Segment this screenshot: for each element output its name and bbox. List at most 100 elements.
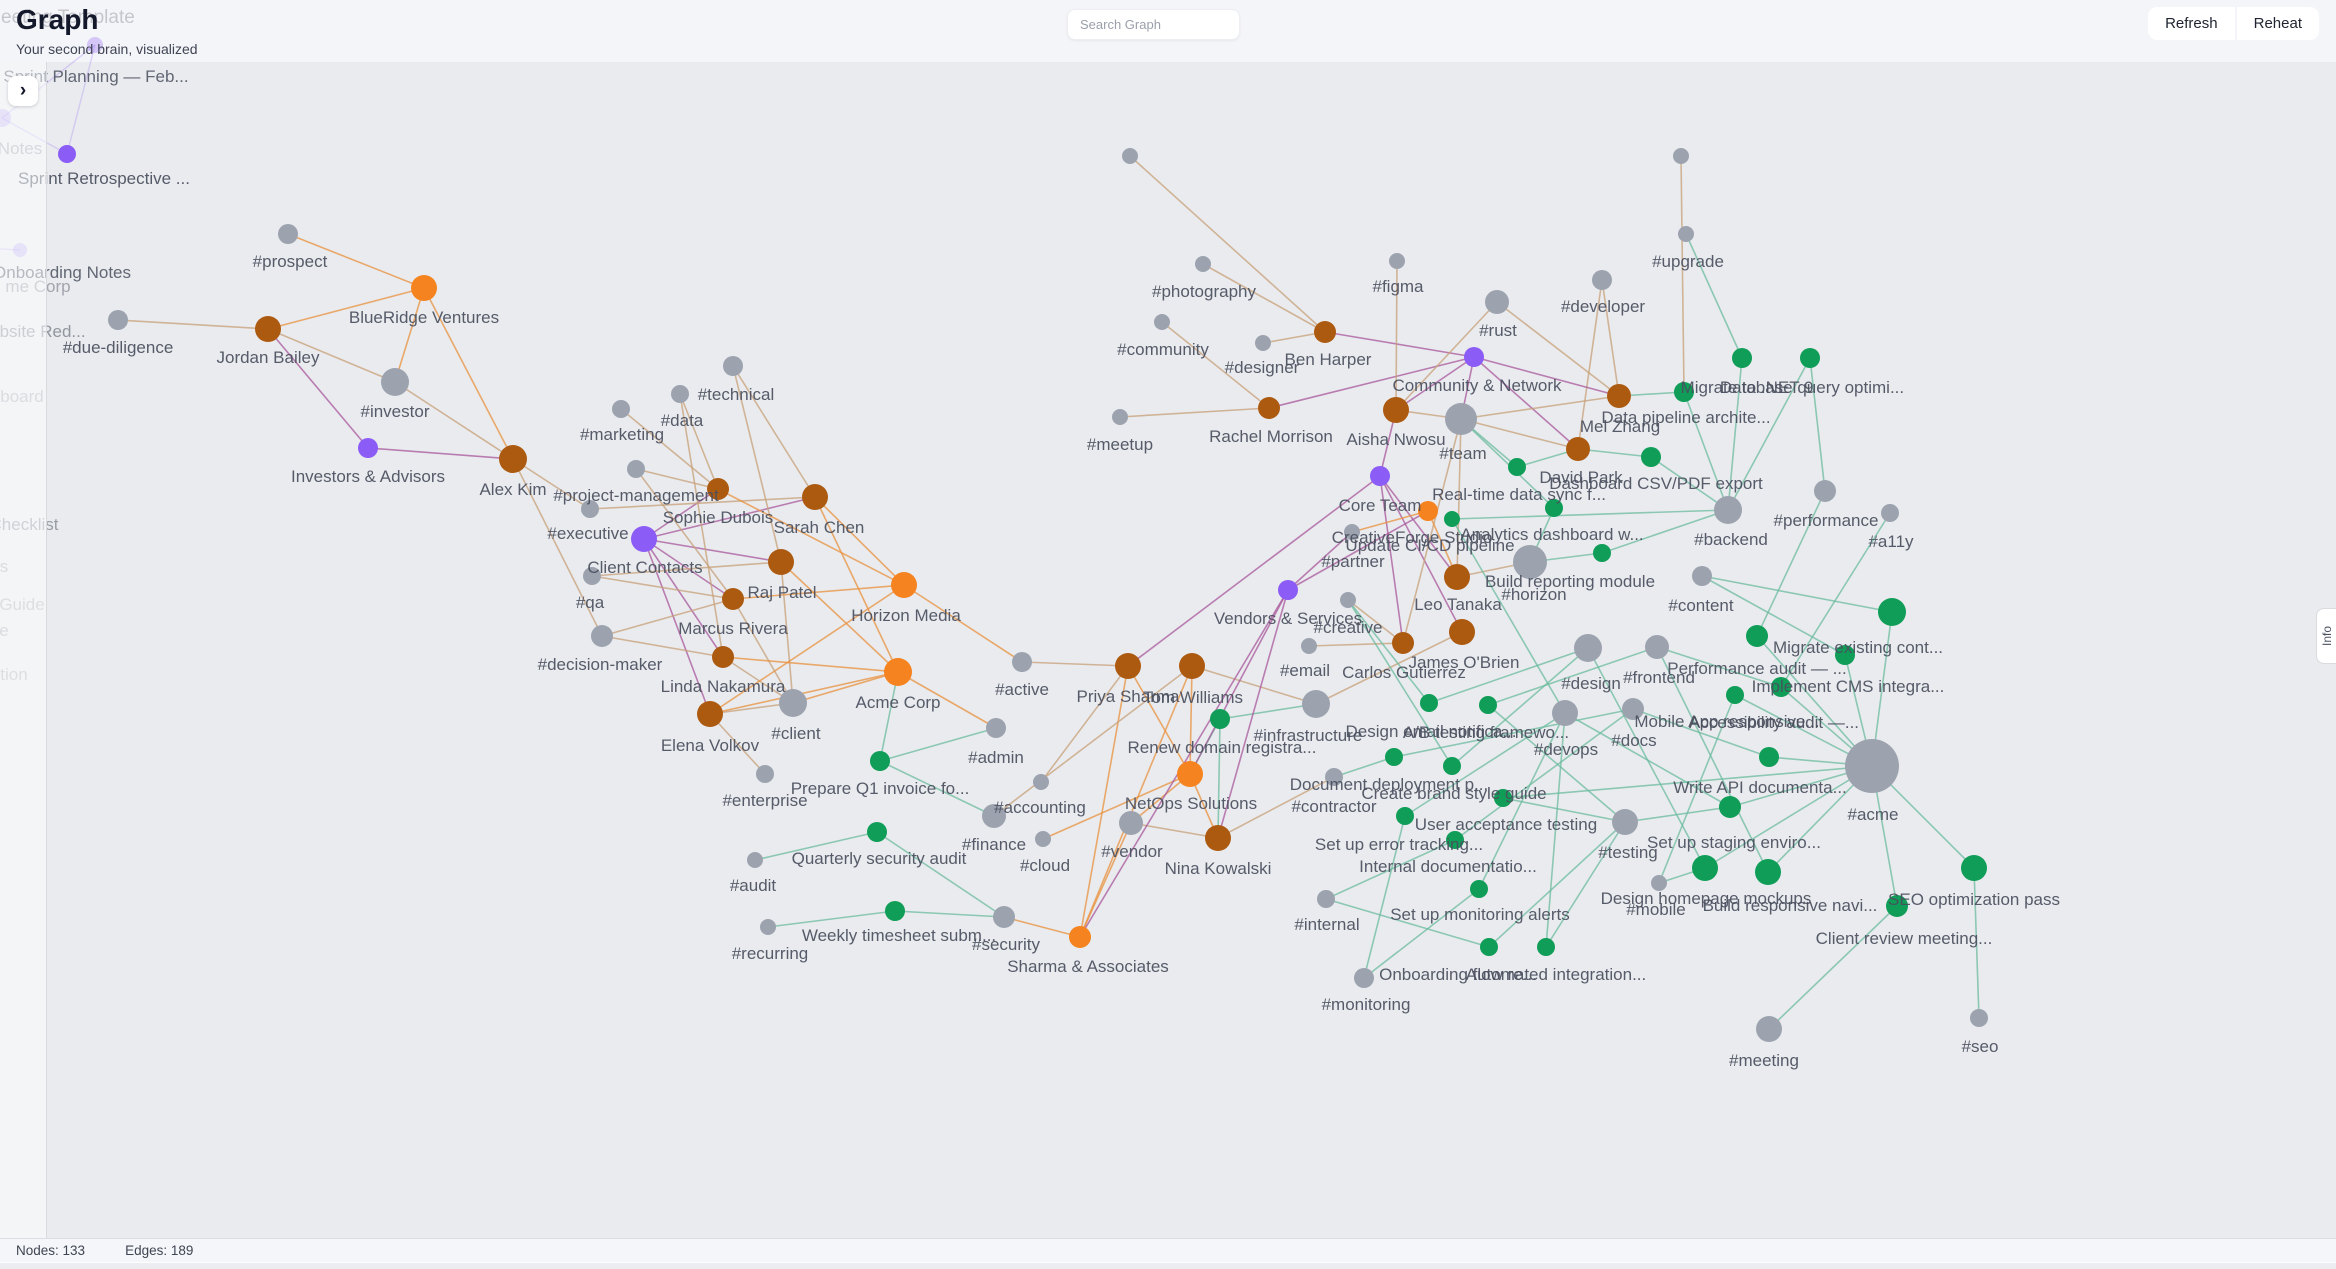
graph-node-james[interactable] bbox=[1449, 619, 1475, 645]
graph-node-testingtag[interactable] bbox=[1612, 809, 1638, 835]
graph-node-rachel[interactable] bbox=[1258, 397, 1280, 419]
graph-node-jordan[interactable] bbox=[255, 316, 281, 342]
graph-node-designhome[interactable] bbox=[1692, 855, 1718, 881]
graph-node-migratecont[interactable] bbox=[1878, 598, 1906, 626]
graph-node-nina[interactable] bbox=[1205, 825, 1231, 851]
graph-node-sprintretro[interactable] bbox=[58, 145, 76, 163]
graph-node-cloudtag[interactable] bbox=[1035, 831, 1051, 847]
graph-node-partner[interactable] bbox=[1344, 524, 1360, 540]
graph-node-activetag[interactable] bbox=[1012, 652, 1032, 672]
graph-node-technical[interactable] bbox=[723, 356, 743, 376]
graph-node-buildreport[interactable] bbox=[1593, 544, 1611, 562]
graph-node-internaldoc[interactable] bbox=[1446, 831, 1464, 849]
graph-node-projmgmt[interactable] bbox=[627, 460, 645, 478]
graph-node-backend[interactable] bbox=[1714, 496, 1742, 524]
graph-node-onboardflow[interactable] bbox=[1480, 938, 1498, 956]
graph-node-enterprise[interactable] bbox=[756, 765, 774, 783]
graph-node-benharper[interactable] bbox=[1314, 321, 1336, 343]
graph-node-alexkim[interactable] bbox=[499, 445, 527, 473]
graph-node-internaltag[interactable] bbox=[1317, 890, 1335, 908]
graph-node-meetingtag[interactable] bbox=[1756, 1016, 1782, 1042]
graph-node-data[interactable] bbox=[671, 385, 689, 403]
graph-node-infrastructure[interactable] bbox=[1302, 690, 1330, 718]
graph-node-dotnet[interactable] bbox=[1732, 348, 1752, 368]
graph-node-tom[interactable] bbox=[1179, 653, 1205, 679]
graph-node-seotask[interactable] bbox=[1961, 855, 1987, 881]
graph-node-dbquery[interactable] bbox=[1800, 348, 1820, 368]
graph-node-staging[interactable] bbox=[1719, 796, 1741, 818]
graph-node-sarah[interactable] bbox=[802, 484, 828, 510]
graph-node-coreteam[interactable] bbox=[1370, 466, 1390, 486]
graph-node-docstag[interactable] bbox=[1622, 698, 1644, 720]
graph-node-monalerts[interactable] bbox=[1470, 880, 1488, 898]
graph-node-acmetag[interactable] bbox=[1845, 739, 1899, 793]
graph-node-mobiletag[interactable] bbox=[1651, 875, 1667, 891]
graph-node-rajpatel[interactable] bbox=[768, 549, 794, 575]
graph-node-decision[interactable] bbox=[591, 625, 613, 647]
graph-node-communitytag[interactable] bbox=[1154, 314, 1170, 330]
graph-node-elena[interactable] bbox=[697, 701, 723, 727]
graph-node-vendorsservices[interactable] bbox=[1278, 580, 1298, 600]
graph-node-leotanaka[interactable] bbox=[1444, 564, 1470, 590]
graph-node-datapipeline[interactable] bbox=[1674, 382, 1694, 402]
graph-node-devopstag[interactable] bbox=[1552, 700, 1578, 726]
graph-node-contenttag[interactable] bbox=[1692, 566, 1712, 586]
graph-node-gray2[interactable] bbox=[1673, 148, 1689, 164]
graph-node-updatecicd[interactable] bbox=[1444, 511, 1460, 527]
graph-node-writeapi[interactable] bbox=[1759, 747, 1779, 767]
graph-node-uat[interactable] bbox=[1494, 789, 1512, 807]
graph-node-sharmaassoc[interactable] bbox=[1069, 926, 1091, 948]
graph-node-quarterly[interactable] bbox=[867, 822, 887, 842]
graph-node-financetag[interactable] bbox=[982, 804, 1006, 828]
graph-node-performance[interactable] bbox=[1814, 480, 1836, 502]
graph-node-invadv[interactable] bbox=[358, 438, 378, 458]
graph-node-priya[interactable] bbox=[1115, 653, 1141, 679]
graph-node-executive[interactable] bbox=[581, 500, 599, 518]
graph-node-realtime[interactable] bbox=[1508, 458, 1526, 476]
graph-node-horizontag[interactable] bbox=[1513, 545, 1547, 579]
graph-node-rust[interactable] bbox=[1485, 290, 1509, 314]
graph-node-prospect[interactable] bbox=[278, 224, 298, 244]
graph-node-contractor[interactable] bbox=[1325, 768, 1343, 786]
info-panel-tab[interactable]: Info bbox=[2316, 608, 2336, 664]
graph-node-accessibility[interactable] bbox=[1771, 677, 1791, 697]
graph-node-weekly[interactable] bbox=[885, 901, 905, 921]
graph-node-carlos[interactable] bbox=[1392, 632, 1414, 654]
graph-node-admintag[interactable] bbox=[986, 718, 1006, 738]
graph-node-clientcontacts[interactable] bbox=[631, 526, 657, 552]
graph-node-securitytag[interactable] bbox=[993, 906, 1015, 928]
graph-node-designemail[interactable] bbox=[1420, 694, 1438, 712]
graph-node-commnet[interactable] bbox=[1464, 347, 1484, 367]
graph-node-seotag[interactable] bbox=[1970, 1009, 1988, 1027]
graph-node-team[interactable] bbox=[1445, 403, 1477, 435]
graph-node-vendortag[interactable] bbox=[1119, 811, 1143, 835]
graph-node-photography[interactable] bbox=[1195, 256, 1211, 272]
graph-node-accountingtag[interactable] bbox=[1033, 774, 1049, 790]
graph-node-analytics[interactable] bbox=[1545, 499, 1563, 517]
graph-node-gray1[interactable] bbox=[1122, 148, 1138, 164]
graph-node-netops[interactable] bbox=[1177, 761, 1203, 787]
graph-node-a11y[interactable] bbox=[1881, 504, 1899, 522]
graph-node-autointegration[interactable] bbox=[1537, 938, 1555, 956]
graph-node-renew[interactable] bbox=[1210, 709, 1230, 729]
refresh-button[interactable]: Refresh bbox=[2148, 7, 2235, 40]
graph-node-clienttag[interactable] bbox=[779, 689, 807, 717]
graph-node-linda[interactable] bbox=[712, 646, 734, 668]
graph-node-marcus[interactable] bbox=[722, 588, 744, 610]
graph-node-recurring[interactable] bbox=[760, 919, 776, 935]
graph-node-abtesting[interactable] bbox=[1479, 696, 1497, 714]
graph-node-audittag[interactable] bbox=[747, 852, 763, 868]
graph-node-investor[interactable] bbox=[381, 368, 409, 396]
graph-node-implementcms[interactable] bbox=[1835, 645, 1855, 665]
graph-node-marketing[interactable] bbox=[612, 400, 630, 418]
graph-node-designtag[interactable] bbox=[1574, 634, 1602, 662]
graph-node-perfaudit[interactable] bbox=[1746, 625, 1768, 647]
graph-node-brandstyle[interactable] bbox=[1443, 757, 1461, 775]
graph-node-aisha[interactable] bbox=[1383, 397, 1409, 423]
graph-node-mel[interactable] bbox=[1607, 384, 1631, 408]
graph-node-creativetag[interactable] bbox=[1340, 592, 1356, 608]
graph-node-figma[interactable] bbox=[1389, 253, 1405, 269]
graph-node-meetup[interactable] bbox=[1112, 409, 1128, 425]
graph-node-acmecorp[interactable] bbox=[884, 658, 912, 686]
graph-node-sophie[interactable] bbox=[707, 478, 729, 500]
